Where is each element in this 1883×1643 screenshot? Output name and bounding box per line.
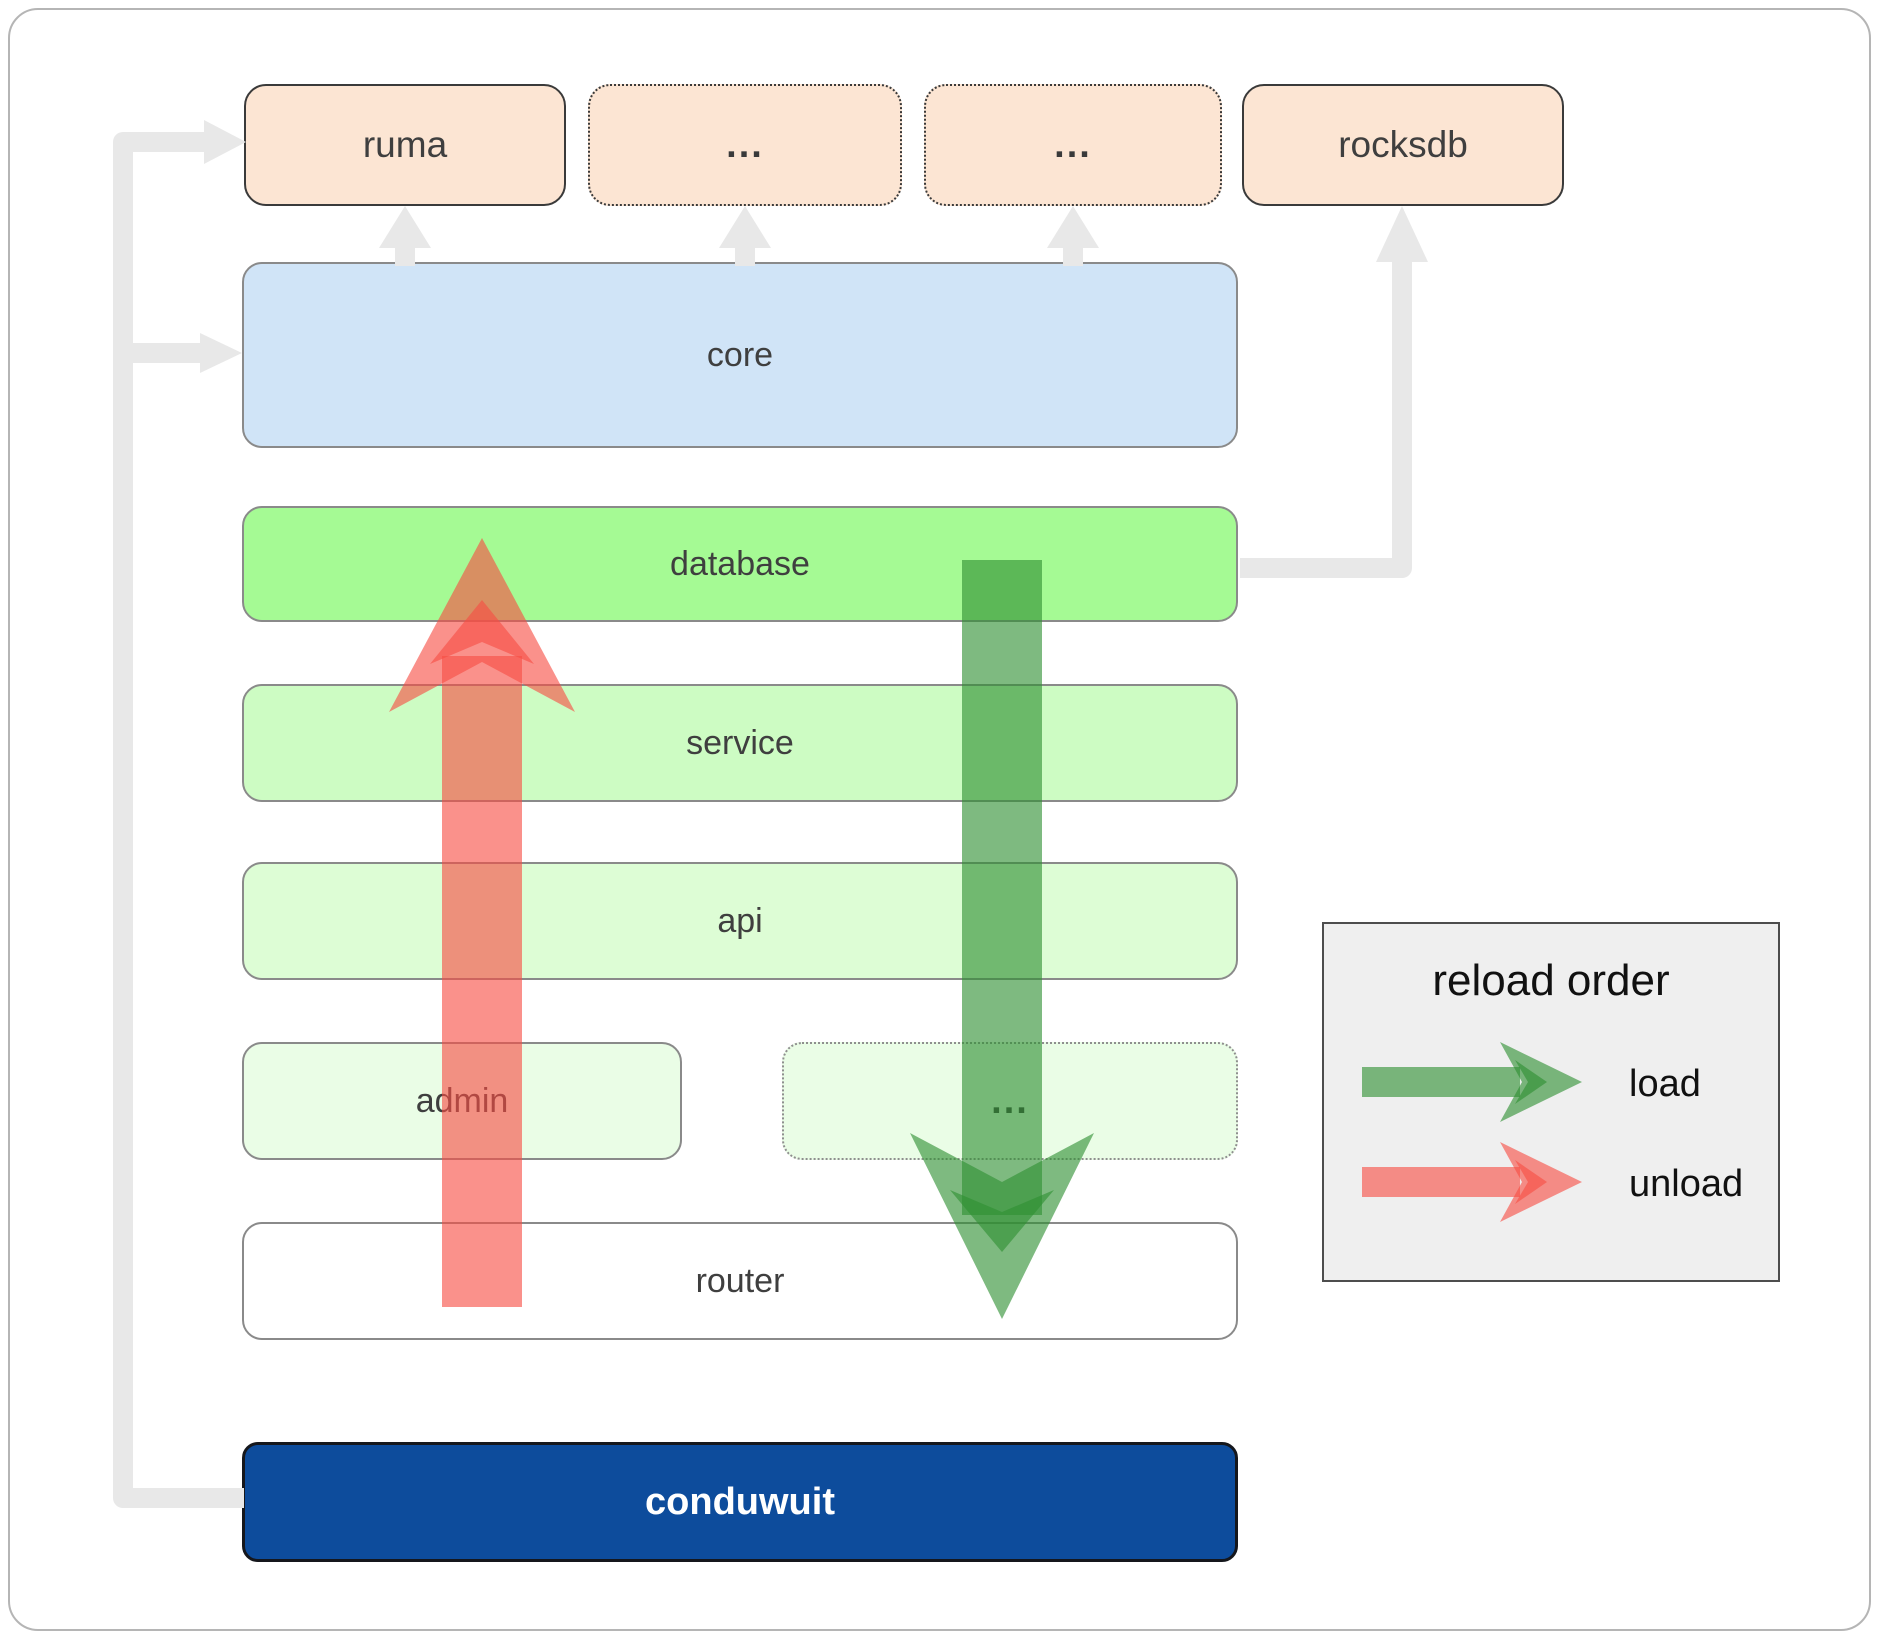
node-service-more: ... <box>782 1042 1238 1160</box>
node-label: conduwuit <box>645 1480 835 1523</box>
node-database: database <box>242 506 1238 622</box>
node-dependency-more-1: ... <box>588 84 902 206</box>
node-ruma: ruma <box>244 84 566 206</box>
node-label: ... <box>991 1079 1029 1122</box>
node-api: api <box>242 862 1238 980</box>
node-label: admin <box>415 1081 509 1120</box>
node-rocksdb: rocksdb <box>1242 84 1564 206</box>
node-label: database <box>670 544 810 583</box>
node-admin: admin <box>242 1042 682 1160</box>
legend-title: reload order <box>1432 956 1670 1005</box>
legend-box: reload order load unload <box>1322 922 1780 1282</box>
node-label: ruma <box>362 124 448 165</box>
node-label: rocksdb <box>1338 124 1468 165</box>
node-label: core <box>706 335 774 374</box>
node-dependency-more-2: ... <box>924 84 1222 206</box>
node-label: api <box>717 901 763 940</box>
node-conduwuit: conduwuit <box>242 1442 1238 1562</box>
diagram-frame <box>8 8 1871 1631</box>
node-core: core <box>242 262 1238 448</box>
legend-load-label: load <box>1629 1063 1701 1105</box>
node-label: ... <box>1054 123 1092 166</box>
node-label: ... <box>726 123 764 166</box>
node-service: service <box>242 684 1238 802</box>
node-router: router <box>242 1222 1238 1340</box>
node-label: service <box>686 723 794 762</box>
legend-unload-label: unload <box>1629 1163 1744 1205</box>
node-label: router <box>695 1261 785 1300</box>
